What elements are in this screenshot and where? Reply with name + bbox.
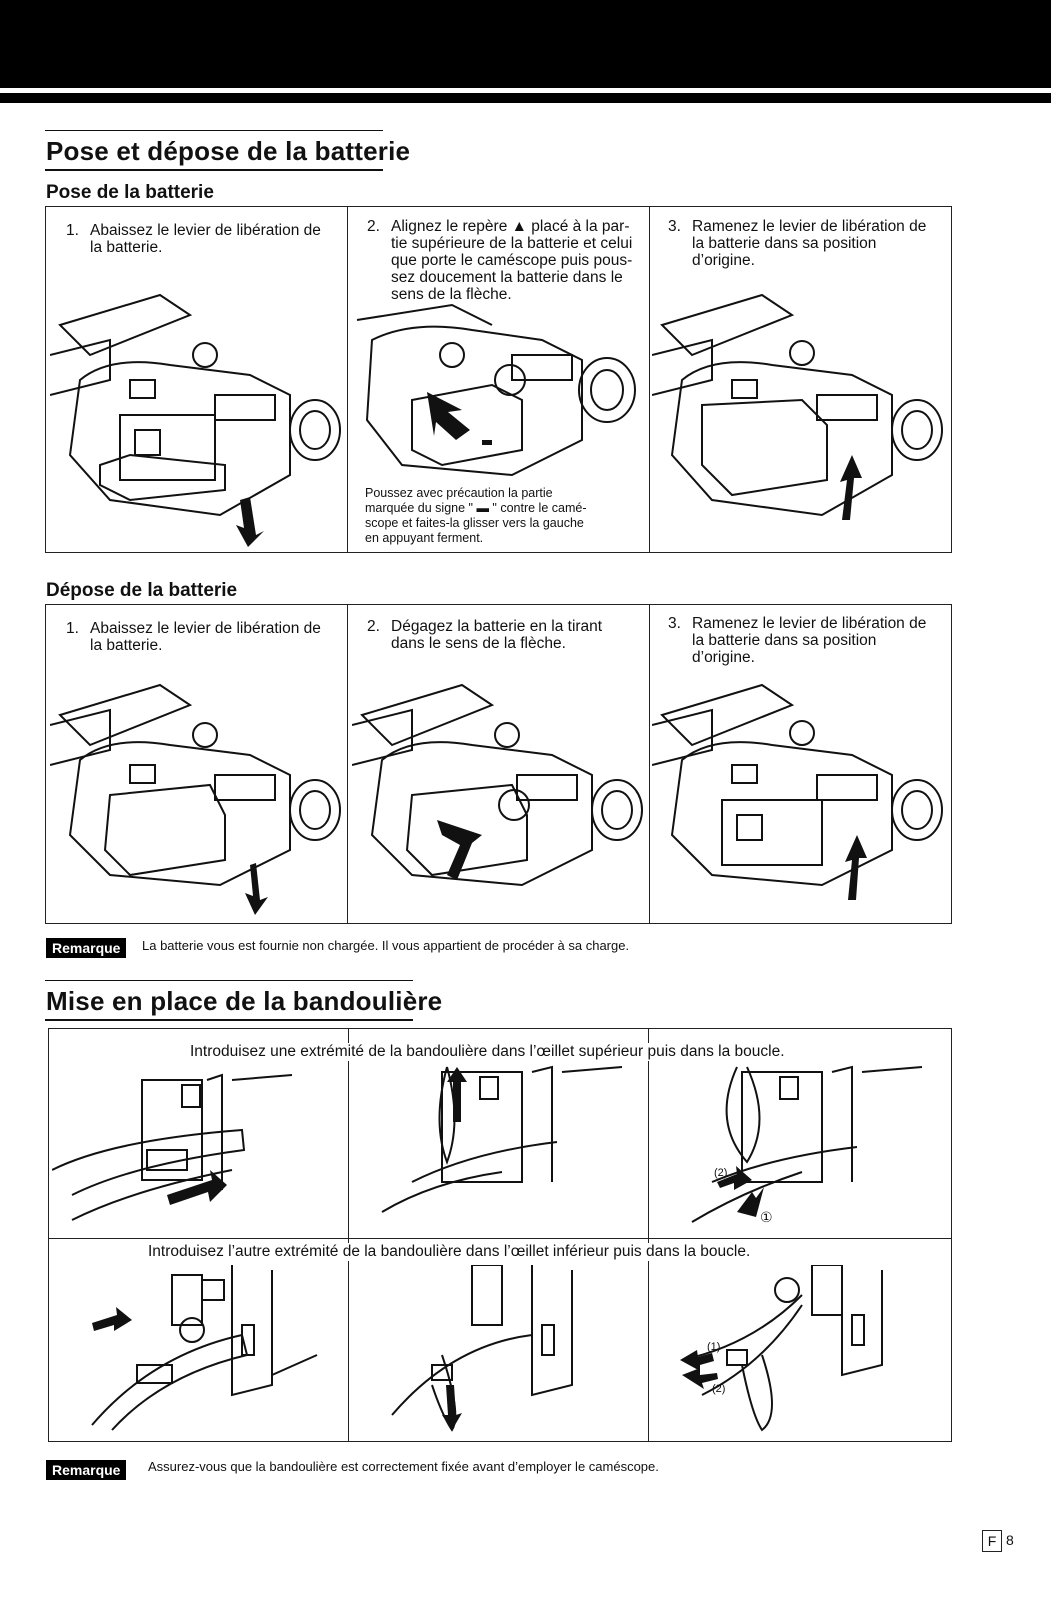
section-title-battery: Pose et dépose de la batterie: [46, 136, 411, 166]
step-text-line: dans le sens de la flèche.: [391, 635, 566, 652]
step-text-line: Ramenez le levier de libération de: [692, 615, 927, 632]
language-box: F: [982, 1530, 1002, 1552]
caption-line: marquée du signe " ▬ " contre le camé-: [365, 501, 587, 515]
remarque-badge: Remarque: [46, 1460, 127, 1480]
step-text-line: tie supérieure de la batterie et celui: [391, 235, 633, 252]
camcorder-illustration-pose-3: [652, 293, 943, 520]
grid-divider: [648, 1028, 649, 1442]
step-text-line: d’origine.: [692, 649, 755, 666]
step-text-line: que porte le caméscope puis pous-: [391, 252, 633, 269]
heading-depose: Dépose de la batterie: [46, 580, 238, 601]
page-number: 8: [1006, 1532, 1014, 1548]
remarque-text: Assurez-vous que la bandoulière est corr…: [148, 1459, 659, 1474]
step-text-line: la batterie dans sa position: [692, 632, 877, 649]
heading-pose: Pose de la batterie: [46, 182, 214, 203]
grid-divider: [347, 604, 348, 924]
step-text-line: Ramenez le levier de libération de: [692, 218, 927, 235]
step-text-line: la batterie dans sa position: [692, 235, 877, 252]
depose-steps-grid: [45, 604, 952, 924]
step-text-line: sez doucement la batterie dans le: [391, 269, 623, 286]
step-text-line: la batterie.: [90, 239, 163, 256]
camcorder-illustration-depose-2: [352, 683, 643, 887]
marker-1b: (1): [707, 1341, 720, 1353]
step-text-line: Abaissez le levier de libération de: [90, 222, 321, 239]
caption-line: en appuyant ferment.: [365, 531, 484, 545]
step-number: 3.: [668, 615, 681, 632]
strap-illustration-1c: (2) ①: [691, 1065, 923, 1226]
camcorder-illustration-pose-1: [50, 293, 341, 547]
marker-2: (2): [714, 1167, 727, 1179]
remarque-text: La batterie vous est fournie non chargée…: [142, 938, 630, 953]
strap-steps-grid: [48, 1028, 952, 1442]
pose-caption: Poussez avec précaution la partie marqué…: [365, 486, 645, 546]
grid-divider: [649, 206, 650, 553]
strap-illustration-2c: (1) (2): [680, 1265, 883, 1432]
step-number: 2.: [367, 218, 380, 235]
strap-instruction-2: Introduisez l’autre extrémité de la band…: [146, 1243, 753, 1261]
step-text-line: la batterie.: [90, 637, 163, 654]
grid-divider: [48, 1238, 952, 1239]
camcorder-illustration-depose-3: [652, 683, 943, 900]
step-number: 1.: [66, 222, 79, 239]
marker-1: ①: [760, 1210, 773, 1226]
strap-illustration-1b: [381, 1065, 623, 1213]
grid-divider: [649, 604, 650, 924]
strap-illustration-2b: [391, 1265, 573, 1432]
title-overline: [45, 980, 413, 981]
strap-instruction-1: Introduisez une extrémité de la bandouli…: [188, 1043, 787, 1061]
step-number: 3.: [668, 218, 681, 235]
step-number: 2.: [367, 618, 380, 635]
caption-line: scope et faites-la glisser vers la gauch…: [365, 516, 584, 530]
header-black-band: [0, 0, 1051, 88]
camcorder-illustration-depose-1: [50, 683, 341, 915]
strap-illustration-1a: [52, 1073, 293, 1221]
strap-illustration-2a: [91, 1265, 318, 1431]
grid-divider: [348, 1028, 349, 1442]
step-text-line: sens de la flèche.: [391, 286, 512, 303]
camcorder-illustration-pose-2: [356, 303, 636, 477]
grid-divider: [347, 206, 348, 553]
step-text-line: Abaissez le levier de libération de: [90, 620, 321, 637]
step-text-line: Alignez le repère ▲ placé à la par-: [391, 218, 630, 235]
pose-steps-grid: [45, 206, 952, 553]
title-overline: [45, 130, 383, 131]
caption-line: Poussez avec précaution la partie: [365, 486, 553, 500]
header-rule: [0, 93, 1051, 103]
title-underline: [45, 169, 383, 171]
step-text-line: d’origine.: [692, 252, 755, 269]
step-text-line: Dégagez la batterie en la tirant: [391, 618, 603, 635]
section-title-strap: Mise en place de la bandoulière: [46, 986, 443, 1016]
step-number: 1.: [66, 620, 79, 637]
marker-2b: (2): [712, 1383, 725, 1395]
title-underline: [45, 1019, 413, 1021]
remarque-badge: Remarque: [46, 938, 127, 958]
